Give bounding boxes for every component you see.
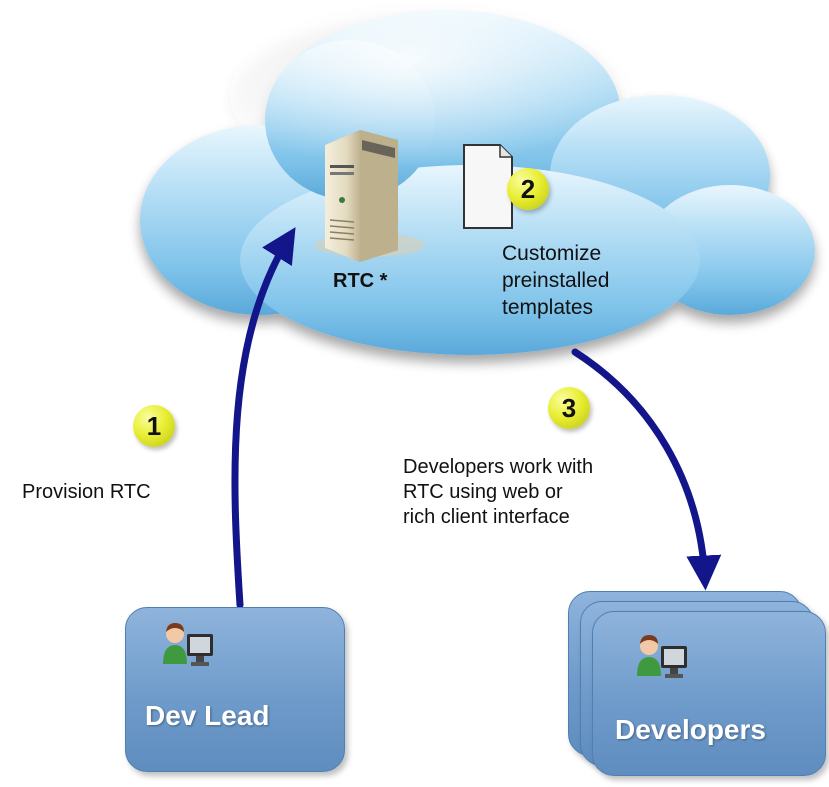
step-3-badge: 3 bbox=[548, 387, 590, 429]
server-label: RTC * bbox=[333, 270, 388, 292]
step-1-badge: 1 bbox=[133, 405, 175, 447]
user-computer-icon bbox=[637, 635, 687, 678]
server-icon bbox=[315, 130, 425, 262]
document-icon bbox=[463, 144, 513, 229]
arrow-provision bbox=[231, 227, 296, 609]
developers-box: Developers bbox=[592, 611, 826, 776]
step-2-badge: 2 bbox=[507, 168, 549, 210]
step-1-text: Provision RTC bbox=[22, 481, 151, 503]
dev-lead-label: Dev Lead bbox=[145, 700, 270, 731]
user-computer-icon bbox=[163, 623, 213, 666]
dev-lead-box: Dev Lead bbox=[125, 607, 345, 772]
step-3-text: Developers work with RTC using web or ri… bbox=[403, 456, 594, 528]
step-2-text: Customize preinstalled templates bbox=[502, 242, 610, 319]
developers-label: Developers bbox=[615, 714, 766, 745]
arrow-developers bbox=[571, 348, 722, 591]
